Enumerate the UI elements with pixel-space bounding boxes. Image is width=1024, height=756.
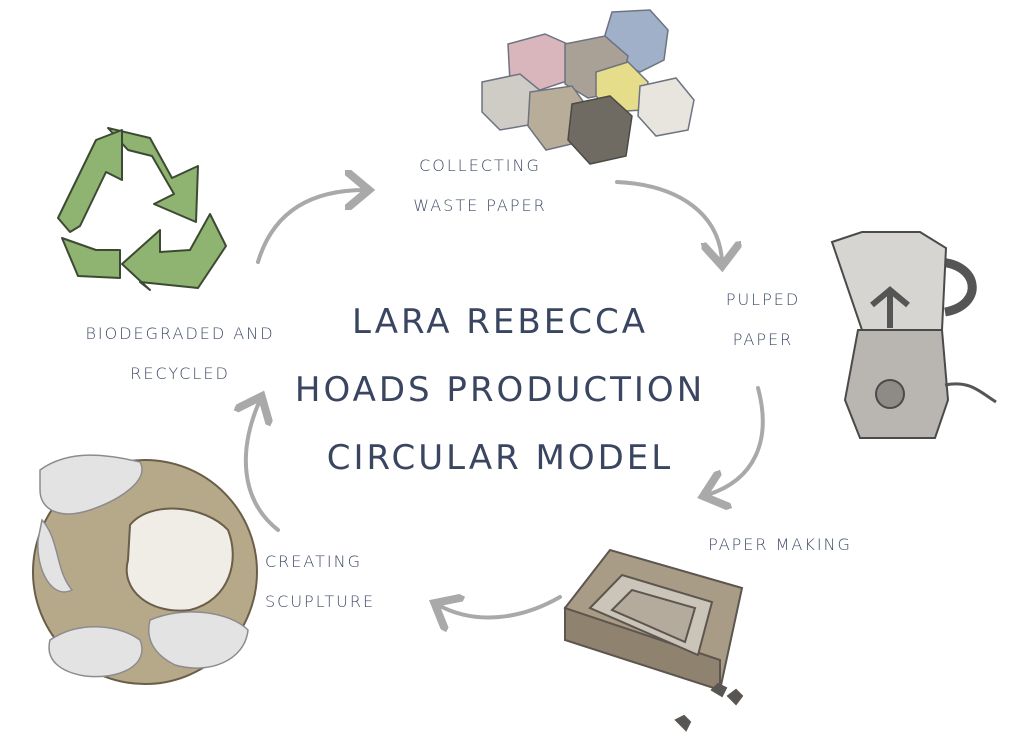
arrow-sculpture-to-recycled — [246, 400, 280, 532]
title-line-1: LARA REBECCA — [352, 302, 648, 342]
step-label-pulped: PULPED PAPER — [718, 280, 808, 360]
arrow-pulped-to-papermaking — [707, 386, 765, 495]
title-line-2: HOADS PRODUCTION — [294, 370, 706, 410]
step-collecting-line-1: COLLECTING — [419, 156, 541, 175]
step-label-collecting: COLLECTING WASTE PAPER — [395, 146, 565, 226]
step-label-creating: CREATING SCUPLTURE — [265, 542, 405, 622]
paper-mould-deckle-icon — [563, 548, 744, 732]
step-paper-making-line-1: PAPER MAKING — [708, 535, 852, 554]
step-creating-line-2: SCUPLTURE — [265, 592, 376, 611]
waste-paper-scraps-icon — [481, 9, 695, 165]
title-line-3: CIRCULAR MODEL — [326, 438, 674, 478]
step-collecting-line-2: WASTE PAPER — [413, 196, 547, 215]
diagram-title: LARA REBECCA HOADS PRODUCTION CIRCULAR M… — [260, 288, 740, 492]
step-pulped-line-2: PAPER — [732, 330, 794, 349]
step-pulped-line-1: PULPED — [725, 290, 801, 309]
step-label-biodegraded: BIODEGRADED AND RECYCLED — [65, 314, 295, 394]
arrow-papermaking-to-sculpture — [438, 597, 562, 617]
arrow-recycled-to-collecting — [256, 190, 365, 264]
step-biodegraded-line-2: RECYCLED — [130, 364, 230, 383]
arrow-collecting-to-pulped — [615, 180, 722, 262]
blender-icon — [830, 231, 997, 439]
recycle-icon — [57, 127, 227, 291]
step-biodegraded-line-1: BIODEGRADED AND — [85, 324, 275, 343]
step-label-paper-making: PAPER MAKING — [690, 525, 870, 565]
step-creating-line-1: CREATING — [265, 552, 362, 571]
paper-sculpture-icon — [32, 454, 258, 685]
